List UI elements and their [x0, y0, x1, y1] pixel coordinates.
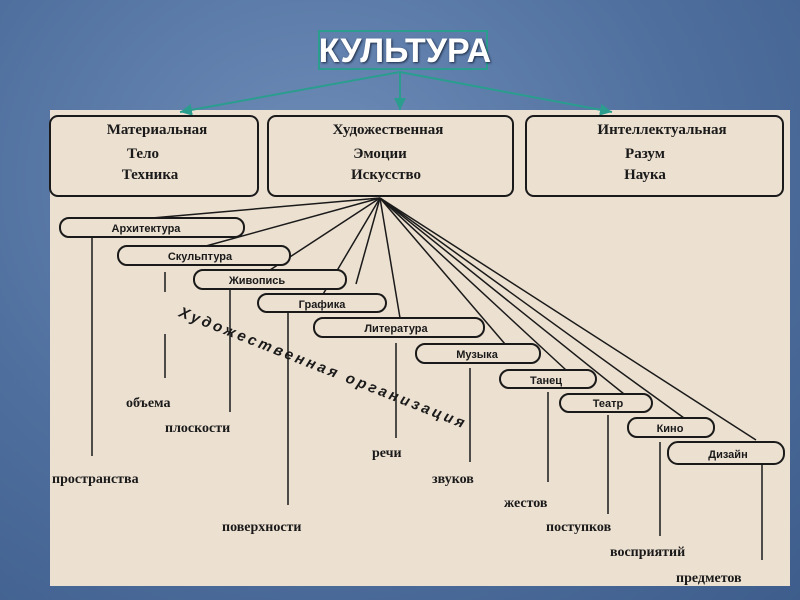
arrow-material — [179, 71, 401, 116]
category-line2: Техника — [122, 167, 179, 183]
category-line1: Эмоции — [353, 146, 407, 162]
art-label: Архитектура — [112, 223, 182, 235]
art-architecture: Архитектура — [59, 217, 245, 238]
art-pill — [627, 417, 715, 438]
art-label: Графика — [299, 299, 347, 311]
art-theatre: Театр — [559, 393, 653, 413]
org-label-literature: речи — [372, 446, 402, 461]
category-line2: Наука — [624, 167, 666, 183]
art-pill — [257, 293, 387, 313]
org-label-architecture: пространства — [52, 472, 139, 487]
category-line2: Искусство — [351, 167, 421, 183]
art-label: Литература — [364, 323, 428, 335]
org-label-design: предметов — [676, 571, 742, 586]
art-label: Дизайн — [708, 449, 747, 461]
art-sculpture: Скульптура — [117, 245, 291, 266]
art-label: Скульптура — [168, 251, 233, 263]
art-pill — [559, 393, 653, 413]
art-design: Дизайн — [667, 441, 785, 465]
art-painting: Живопись — [193, 269, 347, 290]
fan-line-theatre — [379, 197, 625, 395]
category-box — [525, 115, 784, 197]
fan-line-music — [379, 197, 506, 345]
category-artistic: Художественная Эмоции Искусство — [267, 115, 514, 197]
diagram-title: КУЛЬТУРА — [318, 32, 492, 70]
category-box — [49, 115, 259, 197]
category-intellectual: Интеллектуальная Разум Наука — [525, 115, 784, 197]
arrow-intellectual — [399, 71, 613, 116]
org-label-cinema: восприятий — [610, 545, 685, 560]
organization-labels: пространства объема плоскости поверхност… — [52, 396, 742, 586]
category-name: Материальная — [107, 122, 208, 138]
title-arrows — [179, 71, 613, 116]
org-label-music: звуков — [432, 472, 474, 487]
fan-line-cinema — [379, 197, 685, 419]
fan-line-architecture — [151, 197, 381, 219]
art-label: Кино — [657, 423, 684, 435]
art-pill — [193, 269, 347, 290]
art-cinema: Кино — [627, 417, 715, 438]
org-label-painting: плоскости — [165, 421, 230, 436]
art-music: Музыка — [415, 343, 541, 364]
fan-line-dance — [379, 197, 567, 371]
category-material: Материальная Тело Техника — [49, 115, 259, 197]
category-name: Художественная — [333, 122, 444, 138]
art-pill — [667, 441, 785, 465]
title-frame — [318, 30, 488, 70]
art-pill — [313, 317, 485, 338]
org-label-sculpture: объема — [126, 396, 170, 411]
art-label: Музыка — [456, 349, 499, 361]
category-line1: Разум — [625, 146, 665, 162]
fan-line-design — [379, 197, 757, 441]
category-box — [267, 115, 514, 197]
art-graphics: Графика — [257, 293, 387, 313]
art-pill — [415, 343, 541, 364]
art-label: Театр — [593, 398, 624, 410]
category-line1: Тело — [127, 146, 159, 162]
art-label: Танец — [530, 375, 562, 387]
fan-line-extra — [355, 197, 381, 285]
art-pill — [117, 245, 291, 266]
org-label-graphics: поверхности — [222, 520, 302, 535]
fan-connectors — [151, 197, 757, 441]
art-label: Живопись — [228, 275, 286, 287]
drop-lines — [91, 237, 763, 560]
art-dance: Танец — [499, 369, 597, 389]
art-pill — [499, 369, 597, 389]
art-pill — [59, 217, 245, 238]
fan-line-literature — [379, 197, 401, 319]
org-label-theatre: поступков — [546, 520, 612, 535]
category-name: Интеллектуальная — [597, 122, 726, 138]
art-literature: Литература — [313, 317, 485, 338]
org-label-dance: жестов — [504, 496, 548, 511]
